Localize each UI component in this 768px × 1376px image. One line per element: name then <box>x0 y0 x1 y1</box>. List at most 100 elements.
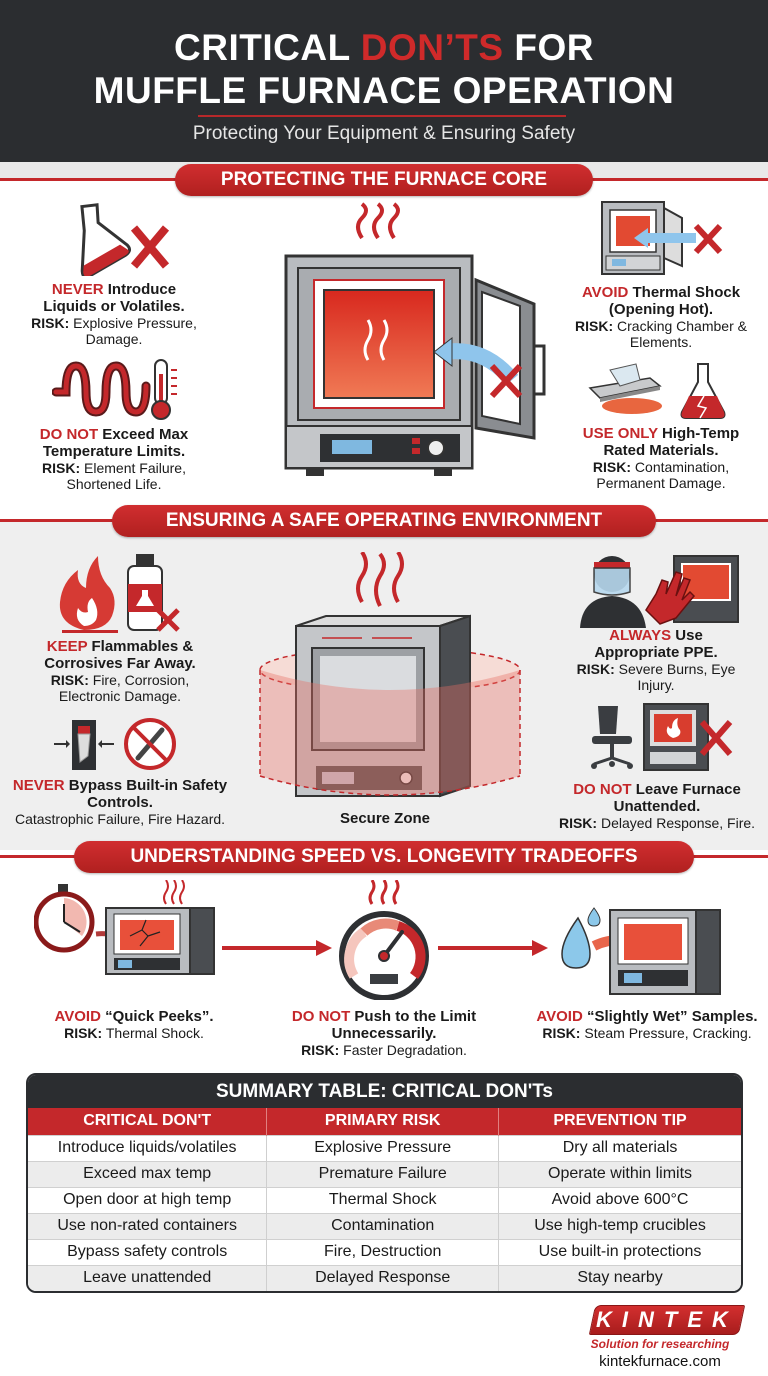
tip-heading: NEVER Introduce Liquids or Volatiles. <box>24 281 204 315</box>
tip-text: Introduce Liquids or Volatiles. <box>43 281 185 315</box>
tip-keyword: USE ONLY <box>582 425 658 442</box>
table-cell: Open door at high temp <box>28 1186 268 1213</box>
tip-text: Use Appropriate PPE. <box>594 627 718 661</box>
tip-heading: ALWAYS Use Appropriate PPE. <box>566 627 746 661</box>
risk-text: Explosive Pressure, Damage. <box>69 315 197 347</box>
furnace-secure-zone-icon <box>259 552 521 798</box>
title-accent: DON’TS <box>360 27 504 68</box>
tip-heading: DO NOT Push to the Limit Unnecessarily. <box>284 1008 484 1042</box>
tip-heading: AVOID Thermal Shock (Opening Hot). <box>566 284 756 318</box>
table-cell: Contamination <box>266 1212 500 1239</box>
flow-arrow-icon <box>438 940 548 956</box>
table-cell: Thermal Shock <box>266 1186 500 1213</box>
tip-never-bypass-safety-controls: NEVER Bypass Built-in Safety Controls. C… <box>2 777 238 827</box>
summary-table-title: SUMMARY TABLE: CRITICAL DON'Ts <box>28 1075 741 1108</box>
tip-keyword: AVOID <box>581 284 629 301</box>
table-header-row: CRITICAL DON'T PRIMARY RISK PREVENTION T… <box>28 1108 741 1135</box>
tip-text: Leave Furnace Unattended. <box>613 781 741 815</box>
title-text: CRITICAL <box>174 27 361 68</box>
tip-heading: KEEP Flammables & Corrosives Far Away. <box>20 638 220 672</box>
water-drop-furnace-icon <box>561 907 721 995</box>
tip-risk: RISK: Severe Burns, Eye Injury. <box>566 661 746 693</box>
tip-keyword: DO NOT <box>39 426 99 443</box>
flask-with-x-icon <box>80 203 170 276</box>
page-subtitle: Protecting Your Equipment & Ensuring Saf… <box>192 123 576 144</box>
tip-avoid-thermal-shock: AVOID Thermal Shock (Opening Hot). RISK:… <box>566 284 756 350</box>
tip-heading: AVOID “Slightly Wet” Samples. <box>534 1008 760 1025</box>
tip-text: Exceed Max Temperature Limits. <box>42 426 189 460</box>
empty-chair-furnace-icon <box>591 703 733 771</box>
tip-risk: RISK: Steam Pressure, Cracking. <box>534 1025 760 1041</box>
table-cell: Use high-temp crucibles <box>498 1212 741 1239</box>
risk-text: Faster Degradation. <box>339 1042 467 1058</box>
logo-tagline: Solution for researching <box>590 1337 730 1351</box>
risk-label: RISK: <box>576 661 615 677</box>
tip-risk: RISK: Delayed Response, Fire. <box>552 815 762 831</box>
tip-risk: RISK: Contamination, Permanent Damage. <box>566 459 756 491</box>
flame-chemical-bottle-icon <box>59 554 180 633</box>
column-header: CRITICAL DON'T <box>28 1108 268 1135</box>
risk-label: RISK: <box>542 1025 581 1041</box>
tip-keep-flammables-away: KEEP Flammables & Corrosives Far Away. R… <box>20 638 220 704</box>
table-cell: Explosive Pressure <box>266 1134 500 1161</box>
section-title-speed-longevity: UNDERSTANDING SPEED VS. LONGEVITY TRADEO… <box>74 841 694 873</box>
risk-label: RISK: <box>50 672 89 688</box>
tip-do-not-push-limit: DO NOT Push to the Limit Unnecessarily. … <box>284 1008 484 1058</box>
risk-label: RISK: <box>558 815 598 831</box>
risk-text: Severe Burns, Eye Injury. <box>614 661 736 693</box>
tip-text: “Slightly Wet” Samples. <box>582 1008 758 1025</box>
risk-label: RISK: <box>575 318 614 334</box>
table-cell: Avoid above 600°C <box>498 1186 741 1213</box>
tip-text: Flammables & Corrosives Far Away. <box>44 638 196 672</box>
risk-label: RISK: <box>31 315 70 331</box>
table-cell: Operate within limits <box>498 1160 741 1187</box>
spilled-glass-cracked-flask-icon <box>588 363 726 419</box>
tip-use-only-high-temp-materials: USE ONLY High-Temp Rated Materials. RISK… <box>566 425 756 491</box>
secure-zone-text: Secure Zone <box>339 810 431 827</box>
page-title-line-1: CRITICAL DON’TS FOR <box>0 28 768 68</box>
tip-heading: AVOID “Quick Peeks”. <box>34 1008 234 1025</box>
tip-keyword: DO NOT <box>573 781 632 798</box>
website-url[interactable]: kintekfurnace.com <box>599 1353 721 1370</box>
tip-keyword: KEEP <box>46 638 88 655</box>
table-cell: Delayed Response <box>266 1264 500 1291</box>
tip-avoid-quick-peeks: AVOID “Quick Peeks”. RISK: Thermal Shock… <box>34 1008 234 1041</box>
column-header: PREVENTION TIP <box>498 1108 741 1135</box>
tip-risk: RISK: Explosive Pressure, Damage. <box>24 315 204 347</box>
tip-do-not-leave-unattended: DO NOT Leave Furnace Unattended. RISK: D… <box>552 781 762 831</box>
table-row: Introduce liquids/volatiles Explosive Pr… <box>28 1134 741 1161</box>
table-row: Open door at high temp Thermal Shock Avo… <box>28 1186 741 1213</box>
risk-label: RISK: <box>301 1042 340 1058</box>
table-cell: Fire, Destruction <box>266 1238 500 1265</box>
tip-text: High-Temp Rated Materials. <box>603 425 740 459</box>
tip-text: Bypass Built-in Safety Controls. <box>64 777 228 811</box>
table-cell: Leave unattended <box>28 1264 268 1291</box>
table-cell: Premature Failure <box>266 1160 500 1187</box>
tip-heading: USE ONLY High-Temp Rated Materials. <box>566 425 756 459</box>
header-banner: CRITICAL DON’TS FOR MUFFLE FURNACE OPERA… <box>0 0 768 162</box>
table-row: Exceed max temp Premature Failure Operat… <box>28 1160 741 1187</box>
risk-text: Delayed Response, Fire. <box>597 815 756 831</box>
risk-text: Thermal Shock. <box>102 1025 204 1041</box>
page-title-line-2: MUFFLE FURNACE OPERATION <box>93 70 675 111</box>
tip-keyword: AVOID <box>536 1008 583 1025</box>
flow-arrow-icon <box>222 940 332 956</box>
tip-risk: RISK: Faster Degradation. <box>284 1042 484 1058</box>
furnace-open-door-icon <box>284 202 546 476</box>
heating-element-thermometer-icon <box>52 359 177 420</box>
table-row: Leave unattended Delayed Response Stay n… <box>28 1264 741 1291</box>
tip-keyword: ALWAYS <box>609 627 672 644</box>
tip-text: Thermal Shock (Opening Hot). <box>608 284 741 318</box>
risk-label: RISK: <box>64 1025 103 1041</box>
risk-label: RISK: <box>592 459 632 475</box>
stopwatch-cracked-furnace-icon <box>34 880 215 975</box>
table-cell: Use non-rated containers <box>28 1212 268 1239</box>
risk-text: Fire, Corrosion, Electronic Damage. <box>58 672 190 704</box>
title-divider <box>198 115 566 117</box>
table-cell: Dry all materials <box>498 1134 741 1161</box>
risk-text: Contamination, Permanent Damage. <box>596 459 730 491</box>
tip-heading: DO NOT Exceed Max Temperature Limits. <box>24 426 204 460</box>
tip-risk: RISK: Element Failure, Shortened Life. <box>24 460 204 492</box>
tip-risk: Catastrophic Failure, Fire Hazard. <box>2 811 238 827</box>
tip-risk: RISK: Fire, Corrosion, Electronic Damage… <box>20 672 220 704</box>
